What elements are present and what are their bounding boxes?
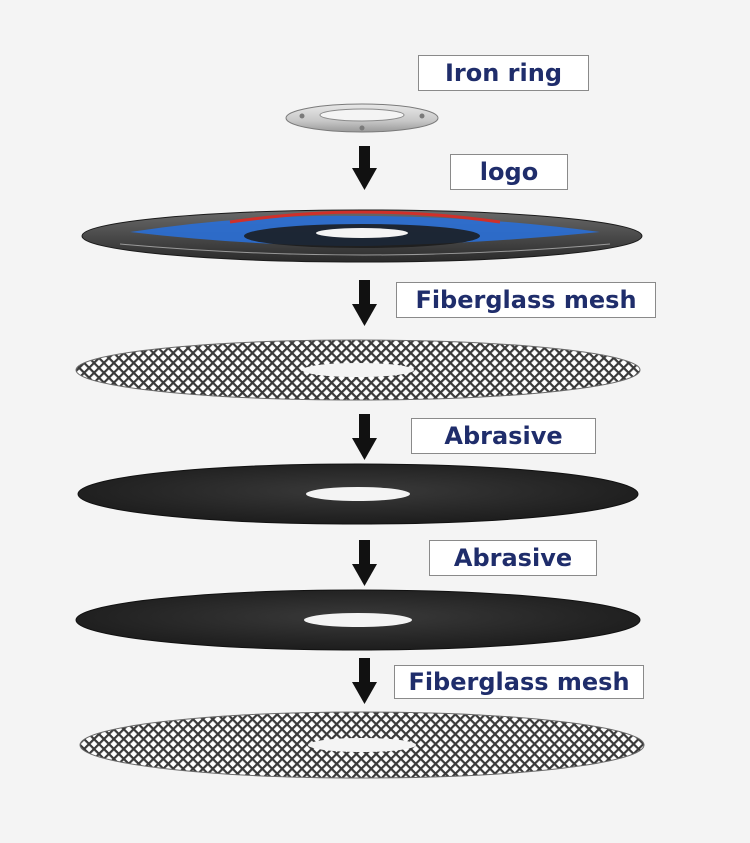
- label-logo: logo: [450, 154, 568, 190]
- arrow-3: [352, 414, 377, 460]
- label-iron-ring: Iron ring: [418, 55, 589, 91]
- arrow-2: [352, 280, 377, 326]
- abrasive-1-part: [78, 464, 638, 524]
- arrow-5: [352, 658, 377, 704]
- logo-disc-part: [82, 210, 642, 262]
- label-fiberglass-mesh-bottom: Fiberglass mesh: [394, 665, 644, 699]
- label-fiberglass-mesh-top: Fiberglass mesh: [396, 282, 656, 318]
- label-abrasive-1: Abrasive: [411, 418, 596, 454]
- arrow-4: [352, 540, 377, 586]
- fiberglass-mesh-bottom-part: [80, 712, 644, 778]
- label-abrasive-2: Abrasive: [429, 540, 597, 576]
- iron-ring-part: [286, 104, 438, 132]
- abrasive-2-part: [76, 590, 640, 650]
- arrow-1: [352, 146, 377, 190]
- fiberglass-mesh-top-part: [76, 340, 640, 400]
